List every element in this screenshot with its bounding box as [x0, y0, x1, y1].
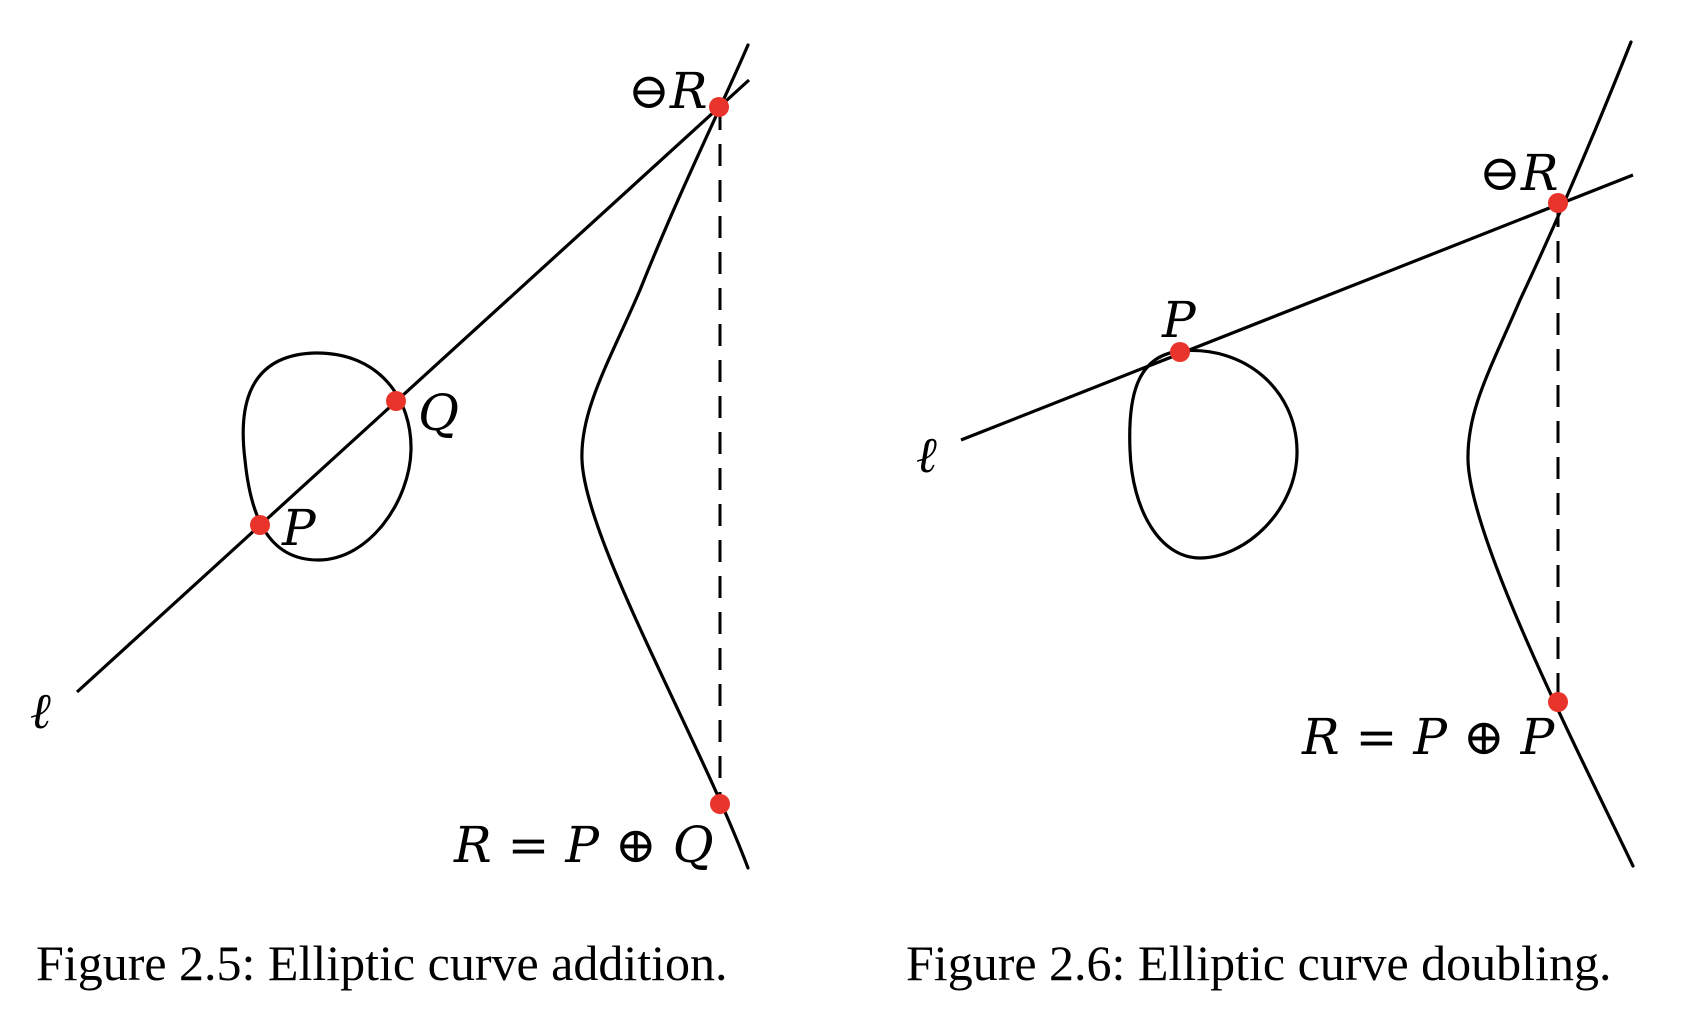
label-line: ℓ — [30, 682, 51, 740]
label-neg-r: ⊖R — [628, 62, 708, 120]
point-p — [250, 515, 270, 535]
curve-oval-component — [1128, 348, 1299, 560]
label-result: R = P ⊕ Q — [453, 816, 714, 874]
label-q: Q — [418, 384, 459, 442]
point-r — [710, 794, 730, 814]
caption-addition: Figure 2.5: Elliptic curve addition. — [36, 935, 728, 991]
label-result: R = P ⊕ P — [1301, 708, 1556, 766]
point-neg-r — [709, 97, 729, 117]
caption-doubling: Figure 2.6: Elliptic curve doubling. — [906, 935, 1611, 991]
point-neg-r — [1548, 193, 1568, 213]
curve-unbounded-component — [580, 43, 750, 870]
point-p — [1170, 342, 1190, 362]
figure-addition: ⊖R Q P ℓ R = P ⊕ Q Figure 2.5: Elliptic … — [30, 43, 751, 991]
label-p: P — [281, 499, 317, 557]
secant-line — [75, 78, 751, 694]
point-r — [1548, 692, 1568, 712]
figure-doubling: ⊖R P ℓ R = P ⊕ P Figure 2.6: Elliptic cu… — [906, 40, 1635, 991]
label-line: ℓ — [916, 426, 937, 484]
point-q — [386, 391, 406, 411]
label-neg-r: ⊖R — [1479, 144, 1559, 202]
label-p: P — [1161, 291, 1197, 349]
tangent-line — [960, 173, 1634, 442]
